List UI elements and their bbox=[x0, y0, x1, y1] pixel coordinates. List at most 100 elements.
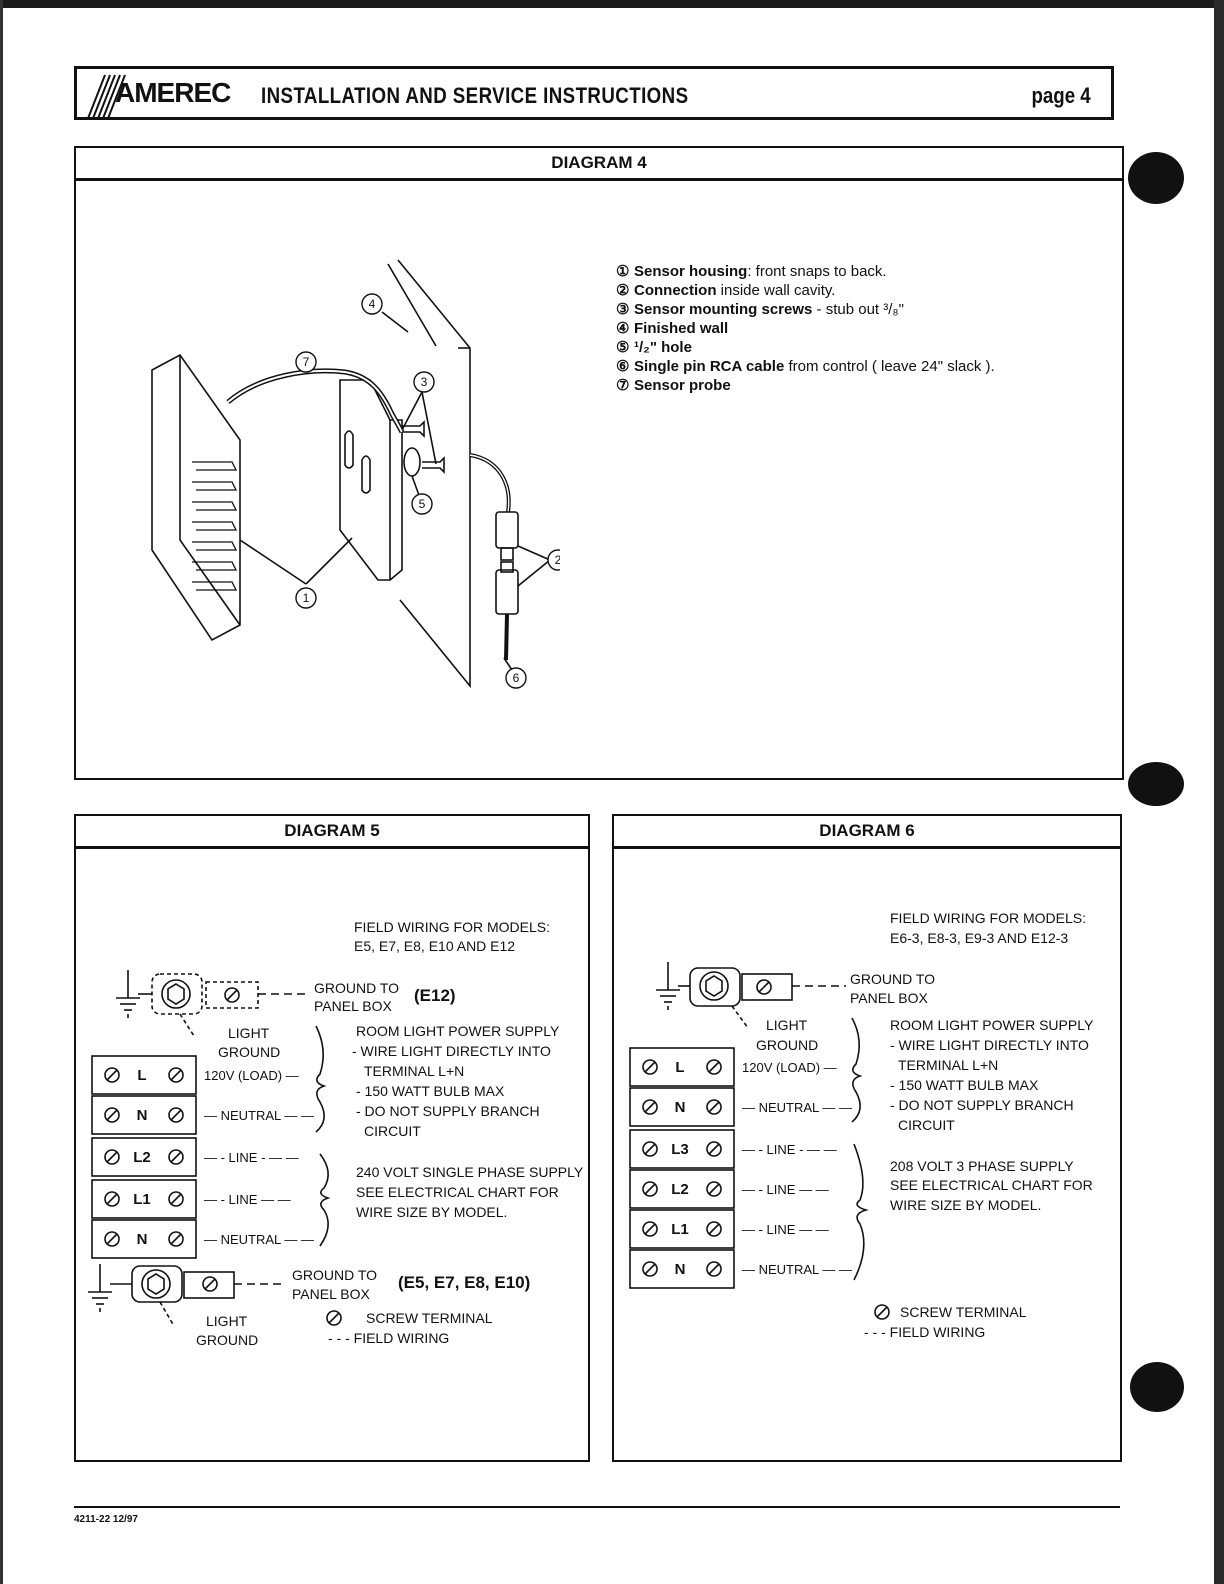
wire-label-line: — - LINE - — — bbox=[204, 1150, 299, 1165]
terminal-label-l2: L2 bbox=[133, 1149, 151, 1166]
svg-text:3: 3 bbox=[421, 375, 428, 389]
diagram-4-illustration: 1 2 3 4 5 6 7 bbox=[151, 259, 560, 689]
d6-room-light-line: CIRCUIT bbox=[898, 1117, 955, 1133]
d6-field-wiring-2: E6-3, E8-3, E9-3 AND E12-3 bbox=[890, 930, 1069, 946]
screw-terminal-icon bbox=[168, 1149, 184, 1165]
d5-supply-line: SEE ELECTRICAL CHART FOR bbox=[356, 1184, 559, 1200]
screw-terminal-icon bbox=[706, 1141, 722, 1157]
d5-room-light-line: - 150 WATT BULB MAX bbox=[356, 1083, 505, 1099]
wire-label-neutral: — NEUTRAL — — bbox=[742, 1100, 852, 1115]
screw-terminal-icon bbox=[706, 1221, 722, 1237]
terminal-label-n: N bbox=[137, 1107, 148, 1124]
diagram-6-title: DIAGRAM 6 bbox=[614, 816, 1120, 849]
d5-screw-terminal-legend: SCREW TERMINAL bbox=[366, 1310, 493, 1326]
terminal-label-l2: L2 bbox=[671, 1181, 689, 1198]
d6-room-light-line: - 150 WATT BULB MAX bbox=[890, 1077, 1039, 1093]
diagram-4-title: DIAGRAM 4 bbox=[76, 148, 1122, 181]
d5-field-wiring-1: FIELD WIRING FOR MODELS: bbox=[354, 919, 551, 935]
d6-room-light-line: ROOM LIGHT POWER SUPPLY bbox=[890, 1017, 1094, 1033]
screw-terminal-icon bbox=[168, 1191, 184, 1207]
screw-terminal-icon bbox=[756, 979, 772, 995]
d6-ground-label: GROUND bbox=[756, 1037, 819, 1053]
wire-label-load: 120V (LOAD) — bbox=[204, 1068, 299, 1083]
callout-2: 2 bbox=[547, 549, 560, 571]
svg-text:1: 1 bbox=[303, 591, 310, 605]
d5-field-wiring-2: E5, E7, E8, E10 AND E12 bbox=[354, 938, 516, 954]
screw-terminal-icon bbox=[104, 1067, 120, 1083]
d6-supply-line: 208 VOLT 3 PHASE SUPPLY bbox=[890, 1158, 1074, 1174]
callout-5: 5 bbox=[411, 493, 433, 515]
screw-terminal-icon bbox=[642, 1181, 658, 1197]
terminal-label-l: L bbox=[675, 1059, 684, 1076]
callout-4: 4 bbox=[361, 293, 383, 315]
screw-terminal-icon bbox=[642, 1099, 658, 1115]
d6-ground-to: GROUND TO bbox=[850, 971, 936, 987]
d5-ground-label-2: GROUND bbox=[196, 1332, 259, 1348]
wire-label-line: — - LINE - — — bbox=[742, 1142, 837, 1157]
d5-panel-box: PANEL BOX bbox=[314, 998, 392, 1014]
sensor-housing bbox=[151, 353, 241, 642]
wire-label-line: — - LINE — — bbox=[204, 1192, 291, 1207]
page-header: AMEREC INSTALLATION AND SERVICE INSTRUCT… bbox=[74, 66, 1114, 120]
wire-label-line: — - LINE — — bbox=[742, 1222, 829, 1237]
wall-hole bbox=[403, 447, 421, 477]
d5-models-label: (E5, E7, E8, E10) bbox=[398, 1273, 531, 1292]
svg-text:2: 2 bbox=[555, 553, 560, 567]
footer-rule bbox=[74, 1506, 1120, 1508]
d5-field-wiring-legend: - - - FIELD WIRING bbox=[328, 1330, 450, 1346]
terminal-label-l3: L3 bbox=[671, 1141, 689, 1158]
screw-terminal-icon bbox=[168, 1107, 184, 1123]
page-top-edge bbox=[0, 0, 1224, 8]
d5-light-label-2: LIGHT bbox=[206, 1313, 248, 1329]
diagram-6-wiring: L N L3 L2 L1 N 120V (LOAD) — — NEUTRAL —… bbox=[629, 962, 890, 1320]
d5-room-light-line: - WIRE LIGHT DIRECTLY INTO bbox=[352, 1043, 551, 1059]
document-code: 4211-22 12/97 bbox=[74, 1514, 138, 1525]
d5-ground-label: GROUND bbox=[218, 1044, 281, 1060]
callout-1: 1 bbox=[295, 587, 317, 609]
sensor-back-plate bbox=[339, 379, 391, 581]
screw-terminal-icon bbox=[706, 1099, 722, 1115]
diagram-5-panel: DIAGRAM 5 bbox=[74, 814, 590, 1462]
rca-cable bbox=[469, 453, 511, 513]
d5-room-light-line: - DO NOT SUPPLY BRANCH bbox=[356, 1103, 540, 1119]
mounting-screw bbox=[402, 420, 425, 438]
amerec-logo bbox=[87, 74, 126, 117]
svg-text:7: 7 bbox=[303, 355, 310, 369]
finished-wall bbox=[397, 259, 471, 689]
screw-terminal-icon bbox=[224, 987, 240, 1003]
svg-text:6: 6 bbox=[513, 671, 520, 685]
wire-label-neutral: — NEUTRAL — — bbox=[742, 1262, 852, 1277]
binder-hole-top bbox=[1128, 152, 1184, 204]
d6-light-label: LIGHT bbox=[766, 1017, 808, 1033]
page-number: page 4 bbox=[1031, 83, 1091, 108]
terminal-label-n: N bbox=[675, 1099, 686, 1116]
screw-terminal-legend-icon bbox=[326, 1310, 342, 1326]
diagram-5-title: DIAGRAM 5 bbox=[76, 816, 588, 849]
screw-terminal-icon bbox=[104, 1231, 120, 1247]
screw-terminal-icon bbox=[706, 1059, 722, 1075]
terminal-label-l: L bbox=[137, 1067, 146, 1084]
d6-supply-line: WIRE SIZE BY MODEL. bbox=[890, 1197, 1042, 1213]
page-left-edge bbox=[0, 0, 3, 1584]
wire-label-line: — - LINE — — bbox=[742, 1182, 829, 1197]
d5-room-light-line: TERMINAL L+N bbox=[364, 1063, 465, 1079]
header-title: INSTALLATION AND SERVICE INSTRUCTIONS bbox=[261, 83, 689, 108]
svg-text:4: 4 bbox=[369, 297, 376, 311]
d5-ground-to-2: GROUND TO bbox=[292, 1267, 378, 1283]
d5-panel-box-2: PANEL BOX bbox=[292, 1286, 370, 1302]
wire-label-neutral: — NEUTRAL — — bbox=[204, 1232, 314, 1247]
screw-terminal-icon bbox=[642, 1141, 658, 1157]
callout-7: 7 bbox=[295, 351, 317, 373]
screw-terminal-icon bbox=[168, 1067, 184, 1083]
screw-terminal-icon bbox=[104, 1107, 120, 1123]
wire-label-neutral: — NEUTRAL — — bbox=[204, 1108, 314, 1123]
svg-text:5: 5 bbox=[419, 497, 426, 511]
